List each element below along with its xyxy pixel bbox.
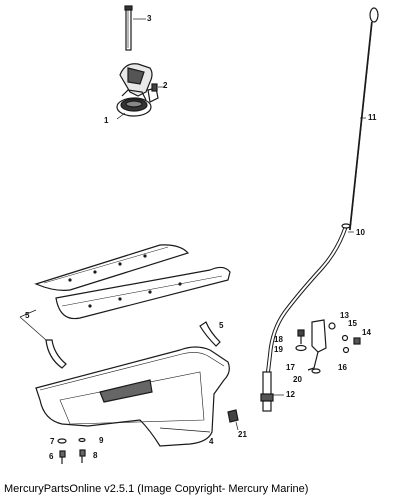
callout-15: 15 — [348, 319, 357, 328]
callout-18: 18 — [274, 335, 283, 344]
callout-9: 9 — [99, 436, 104, 445]
callout-4: 4 — [209, 437, 214, 446]
image-caption: MercuryPartsOnline v2.5.1 (Image Copyrig… — [4, 483, 309, 495]
callout-5a: 5 — [25, 311, 30, 320]
oil-pan — [35, 346, 230, 447]
callout-10: 10 — [356, 228, 365, 237]
exploded-parts-diagram — [19, 5, 379, 464]
callout-8: 8 — [93, 451, 98, 460]
callout-16: 16 — [338, 363, 347, 372]
pump-shaft — [124, 5, 146, 51]
pan-end-seals — [45, 321, 221, 369]
callout-21: 21 — [238, 430, 247, 439]
callout-6: 6 — [49, 452, 54, 461]
callout-5b: 5 — [219, 321, 224, 330]
pan-gasket-upper — [19, 244, 231, 341]
oil-pump-assembly — [116, 63, 165, 120]
callout-19: 19 — [274, 345, 283, 354]
drain-plug — [227, 409, 239, 431]
callout-7: 7 — [50, 437, 55, 446]
callout-20: 20 — [293, 375, 302, 384]
callout-17: 17 — [286, 363, 295, 372]
pan-bolts-washers — [57, 437, 86, 464]
callout-13: 13 — [340, 311, 349, 320]
callout-12: 12 — [286, 390, 295, 399]
dipstick-tube — [266, 223, 354, 373]
bracket-hardware — [295, 319, 361, 374]
tube-adapter — [260, 371, 284, 412]
dipstick — [349, 7, 379, 231]
callout-14: 14 — [362, 328, 371, 337]
callout-3: 3 — [147, 14, 152, 23]
callout-1: 1 — [104, 116, 109, 125]
callout-11: 11 — [368, 113, 377, 122]
callout-2: 2 — [163, 81, 168, 90]
